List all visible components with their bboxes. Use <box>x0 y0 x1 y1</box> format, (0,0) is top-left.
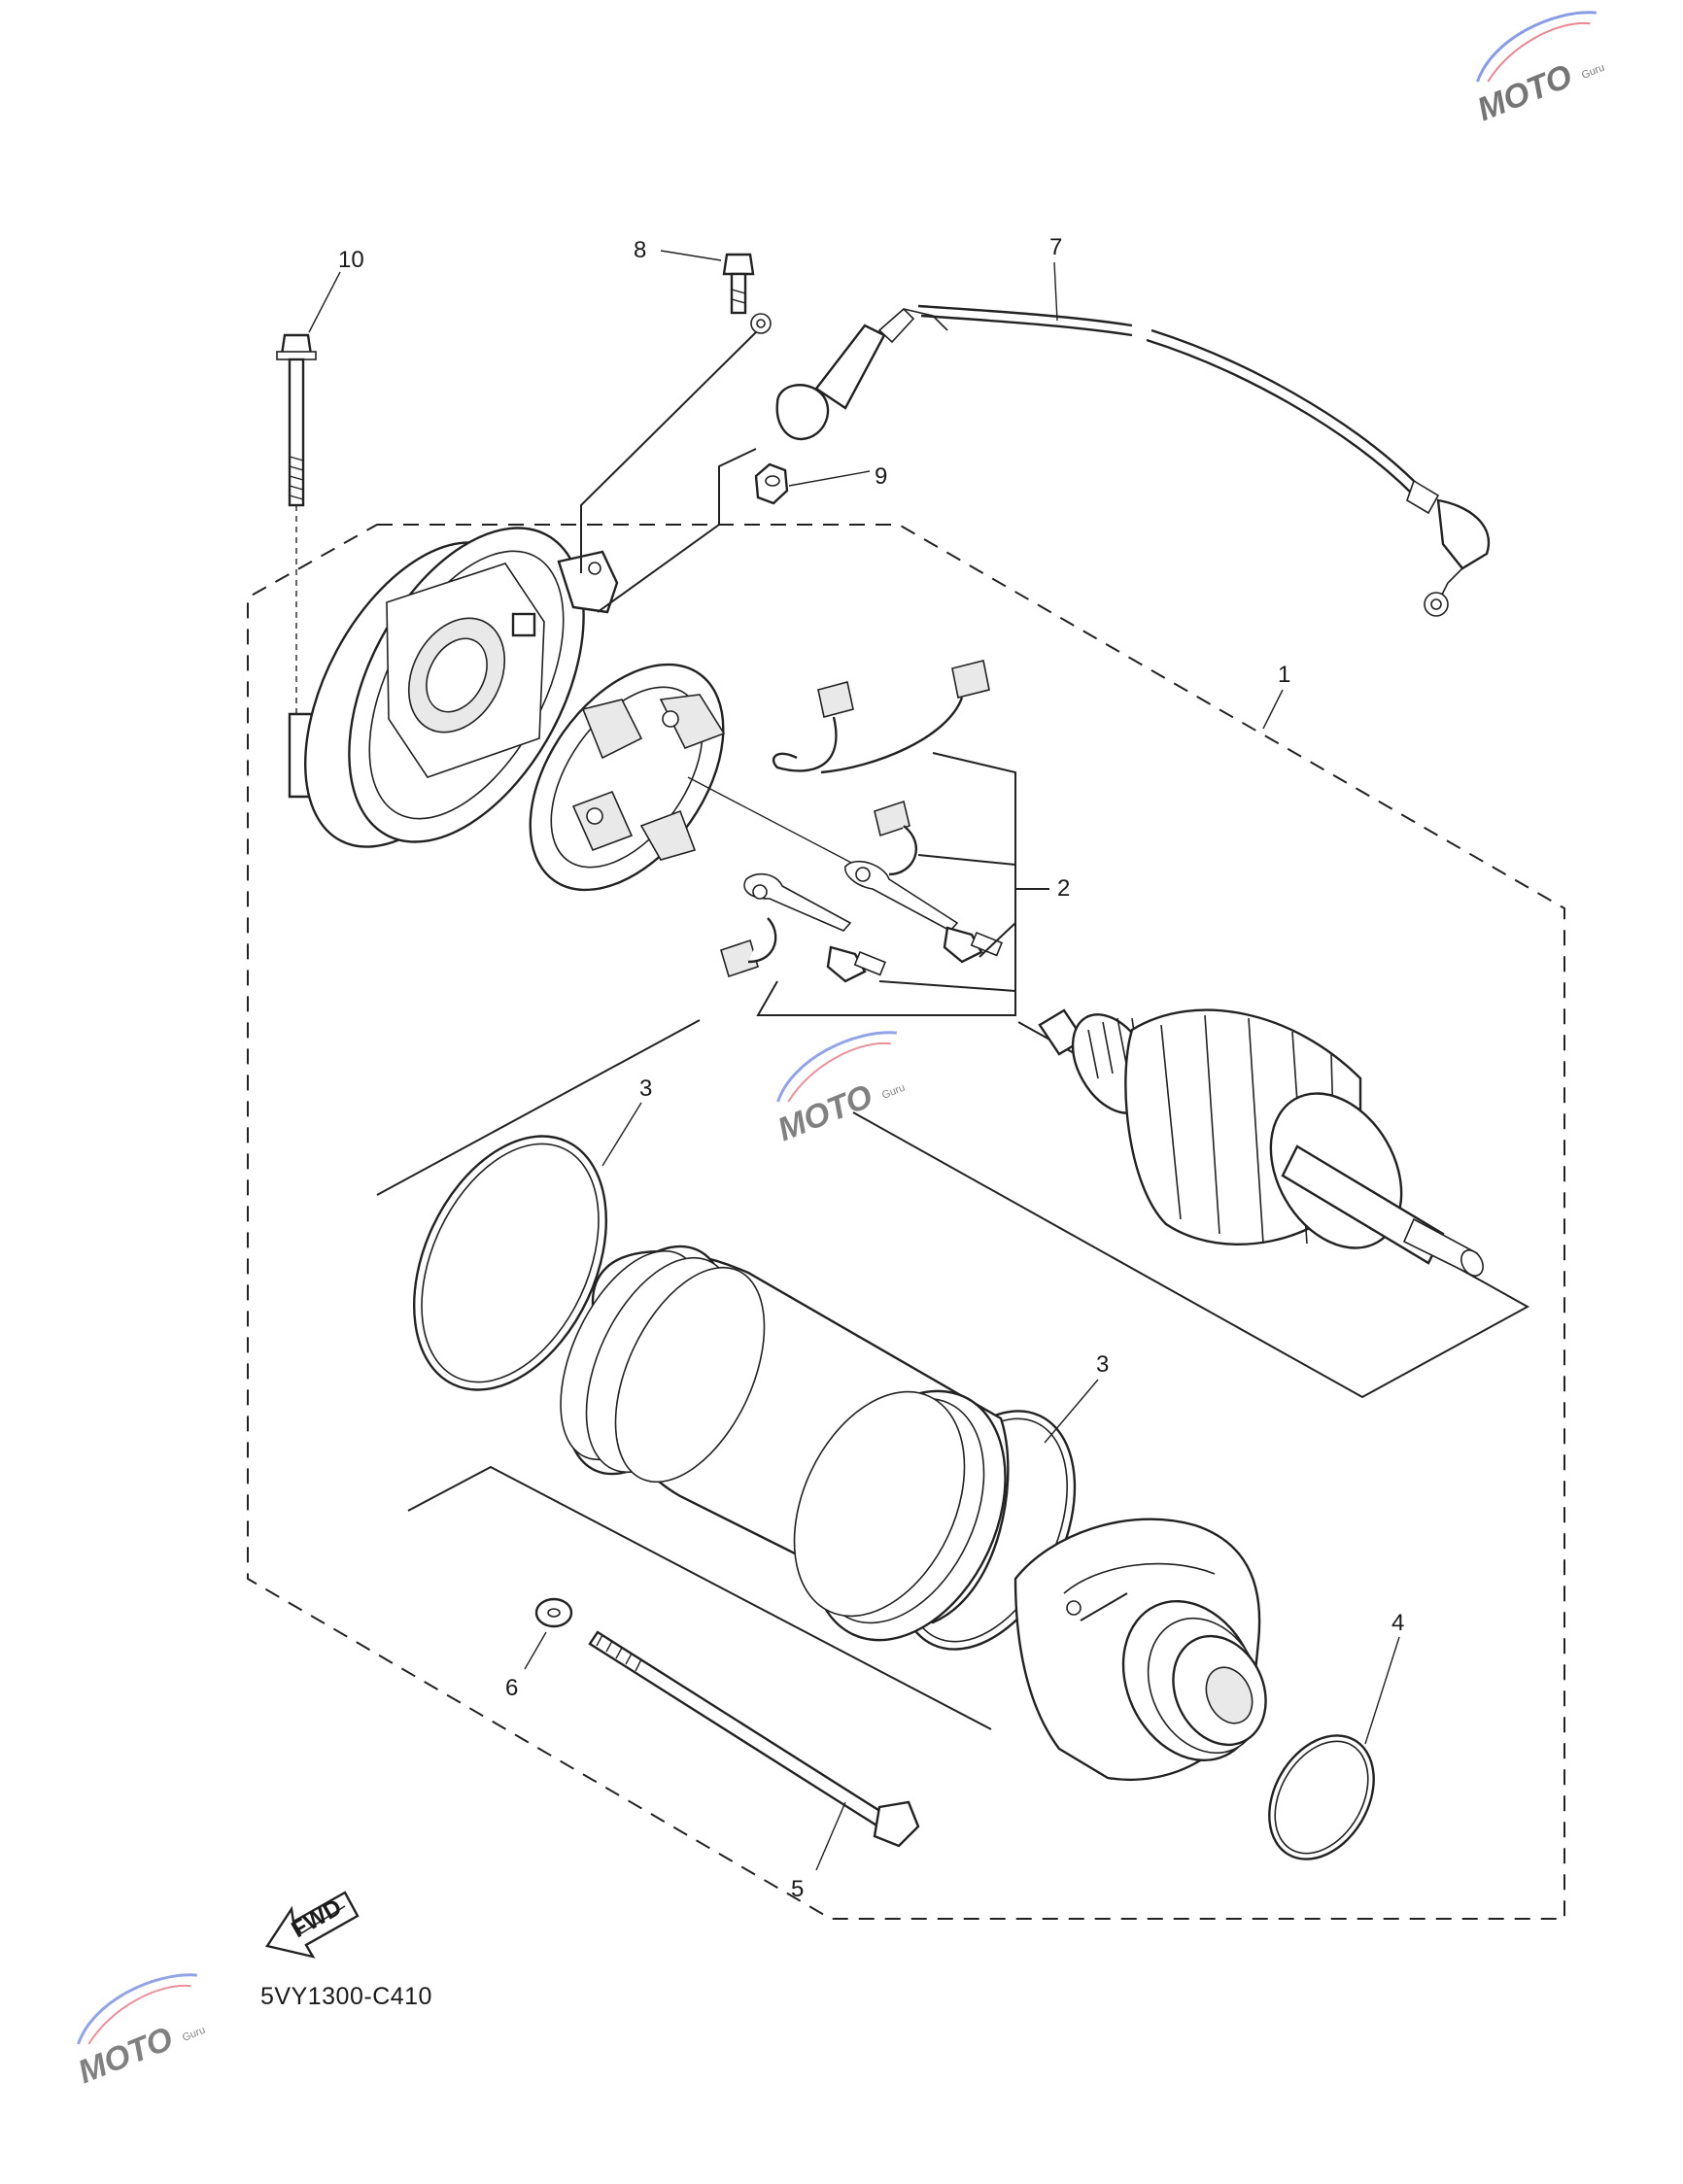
watermark-mark: MOTO <box>1472 57 1577 128</box>
callout-6: 6 <box>505 1675 518 1701</box>
callout-2: 2 <box>1057 875 1070 902</box>
callout-9: 9 <box>875 463 887 490</box>
part-5-through-bolt <box>588 1630 920 1871</box>
callout-7: 7 <box>1049 234 1062 260</box>
watermark-mark-center: MOTO <box>773 1077 877 1148</box>
part-1-armature <box>852 1008 1530 1399</box>
part-3-o-ring-a <box>376 1019 701 1391</box>
watermark-sub-bottom: Guru <box>181 2025 207 2044</box>
part-1-rear-cover <box>1013 1518 1267 1782</box>
watermark-mark-bottom: MOTO <box>73 2020 178 2091</box>
fwd-arrow-icon: FWD <box>265 1891 360 1959</box>
part-9-nut <box>754 462 871 505</box>
part-1-yoke <box>407 1245 1010 1730</box>
drawing-code: 5VY1300-C410 <box>260 1983 432 2010</box>
part-6-washer <box>524 1597 573 1670</box>
part-1-front-cover <box>288 527 619 848</box>
watermark-top-right: MOTO Guru <box>1472 11 1606 128</box>
part-8-bolt <box>660 250 772 334</box>
callout-8: 8 <box>634 237 646 263</box>
assembly-boundary <box>247 524 1565 1920</box>
watermark-center: MOTO Guru <box>773 1031 907 1148</box>
watermark-sub-center: Guru <box>880 1082 907 1102</box>
callout-10: 10 <box>338 247 364 273</box>
callout-5: 5 <box>791 1876 804 1902</box>
watermark-bottom-left: MOTO Guru <box>73 1973 207 2091</box>
leader-8-9 <box>580 329 759 613</box>
part-7-lead-wire <box>775 261 1491 617</box>
part-10-bolt <box>276 271 341 719</box>
callout-4: 4 <box>1391 1610 1404 1636</box>
part-1-brush-holder <box>529 663 856 892</box>
callout-3-b: 3 <box>1096 1351 1109 1378</box>
callout-3-a: 3 <box>639 1075 652 1102</box>
leader-1 <box>1262 689 1284 730</box>
callout-1: 1 <box>1278 662 1290 688</box>
watermark-sub: Guru <box>1580 62 1606 82</box>
part-4-o-ring <box>1268 1636 1400 1860</box>
part-2-brush-set <box>720 660 1049 1016</box>
